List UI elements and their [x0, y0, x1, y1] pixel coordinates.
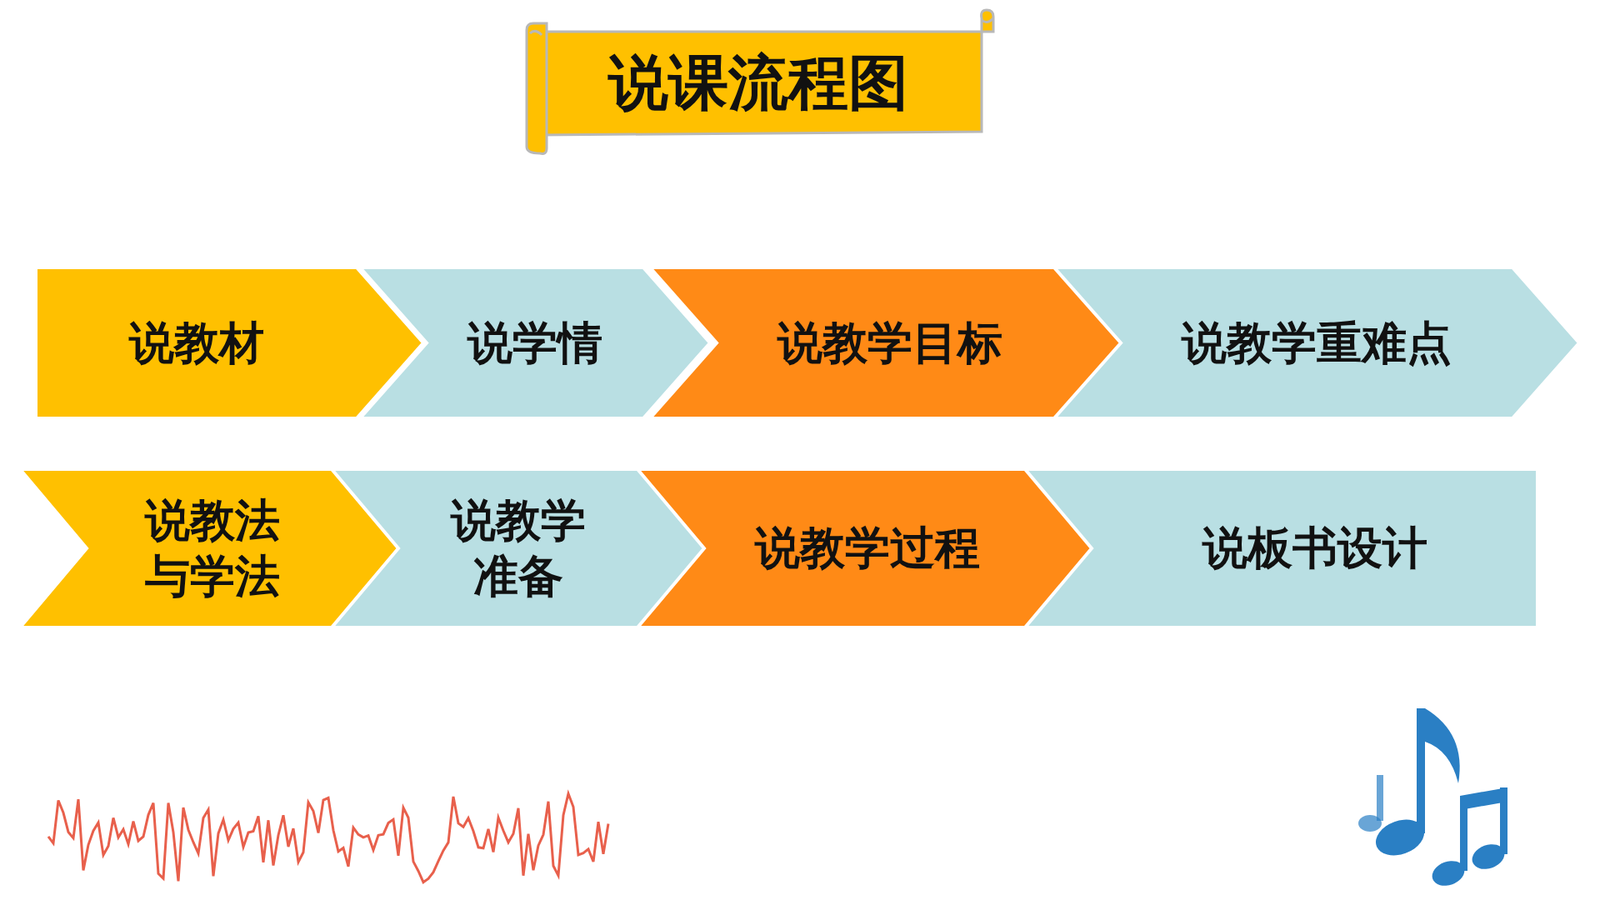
step-label: 说教法 与学法	[138, 492, 287, 605]
step-label: 说板书设计	[1202, 520, 1428, 577]
title-text: 说课流程图	[608, 43, 909, 124]
chevron-step: 说学情	[360, 267, 710, 419]
step-label: 说教学重难点	[1181, 315, 1452, 372]
title-scroll	[526, 10, 994, 154]
text-area: 说教材	[40, 267, 352, 419]
chevron-step: 说教学重难点	[1054, 267, 1580, 419]
step-label: 说教学目标	[777, 315, 1003, 372]
text-area: 说教学过程	[709, 469, 1026, 628]
chevron-fill	[20, 469, 405, 628]
chevron-fill	[1054, 267, 1580, 419]
text-area: 说教学重难点	[1125, 267, 1508, 419]
text-area: 说学情	[431, 267, 639, 419]
text-area: 说教学目标	[721, 267, 1058, 419]
step-label: 说教材	[129, 315, 265, 372]
title-box: 说课流程图	[541, 33, 975, 134]
chevron-fill	[637, 469, 1098, 628]
chevron-step: 说教学目标	[650, 267, 1130, 419]
step-label: 说学情	[467, 315, 603, 372]
step-label: 说教学 准备	[444, 492, 593, 605]
chevron-step: 说板书设计	[1025, 469, 1538, 628]
chevron-step: 说教法 与学法	[20, 469, 405, 628]
music-notes	[1358, 708, 1509, 890]
chevron-shape	[20, 469, 405, 628]
chevron-fill	[35, 267, 424, 419]
chevron-fill	[360, 267, 710, 419]
chevron-fill	[1025, 469, 1538, 628]
chevron-step: 说教材	[35, 267, 424, 419]
chevron-step: 说教学过程	[637, 469, 1098, 628]
chevron-fill	[331, 469, 705, 628]
sound-wave	[48, 794, 609, 883]
chevron-step: 说教学 准备	[331, 469, 705, 628]
text-area: 说板书设计	[1096, 469, 1533, 628]
text-area: 说教学 准备	[403, 469, 634, 628]
step-label: 说教学过程	[755, 520, 980, 577]
chevron-fill	[650, 267, 1130, 419]
text-area: 说教法 与学法	[91, 469, 334, 628]
chevron-shape	[331, 469, 705, 628]
